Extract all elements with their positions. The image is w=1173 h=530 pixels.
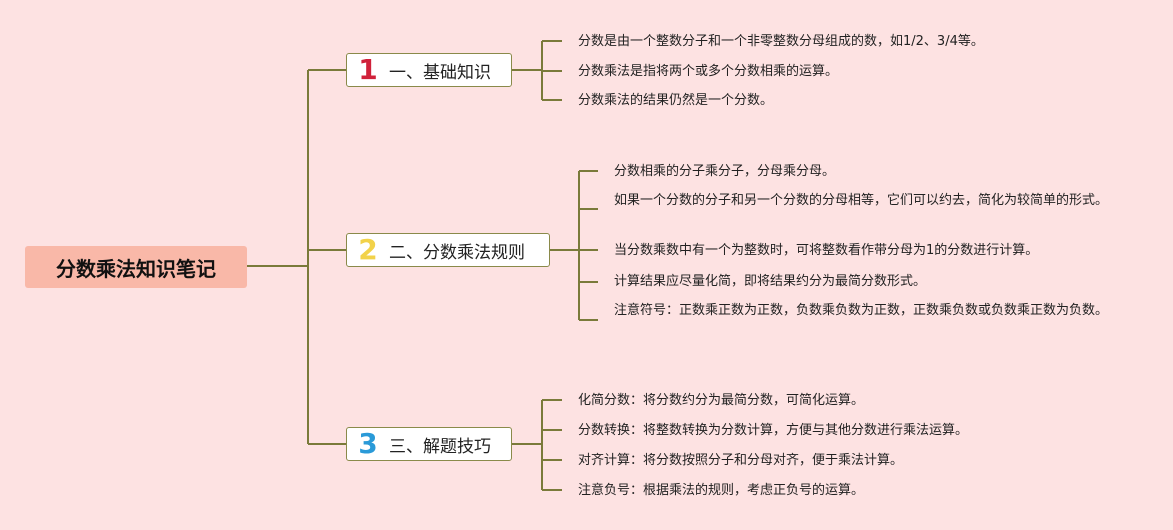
leaf-item: 当分数乘数中有一个为整数时，可将整数看作带分母为1的分数进行计算。: [614, 243, 1039, 258]
branch-number-1: 1: [358, 53, 378, 86]
branch-number-2: 2: [358, 233, 378, 266]
branch-label: 三、解题技巧: [389, 436, 491, 457]
branch-multiplication-rules[interactable]: 2 二、分数乘法规则: [346, 233, 550, 267]
leaf-item: 如果一个分数的分子和另一个分数的分母相等，它们可以约去，简化为较简单的形式。: [614, 193, 1109, 208]
leaf-item: 对齐计算：将分数按照分子和分母对齐，便于乘法计算。: [578, 453, 904, 468]
leaf-item: 分数转换：将整数转换为分数计算，方便与其他分数进行乘法运算。: [578, 423, 969, 438]
branch-basic-knowledge[interactable]: 1 一、基础知识: [346, 53, 512, 87]
leaf-item: 分数相乘的分子乘分子，分母乘分母。: [614, 164, 836, 179]
branch-label: 一、基础知识: [389, 62, 491, 83]
leaf-item: 计算结果应尽量化简，即将结果约分为最简分数形式。: [614, 274, 927, 289]
leaf-item: 分数乘法的结果仍然是一个分数。: [578, 93, 774, 108]
branch-label: 二、分数乘法规则: [389, 242, 525, 263]
root-node[interactable]: 分数乘法知识笔记: [25, 246, 247, 288]
leaf-item: 分数乘法是指将两个或多个分数相乘的运算。: [578, 64, 839, 79]
branch-solving-tips[interactable]: 3 三、解题技巧: [346, 427, 512, 461]
leaf-item: 分数是由一个整数分子和一个非零整数分母组成的数，如1/2、3/4等。: [578, 34, 984, 49]
leaf-item: 化简分数：将分数约分为最简分数，可简化运算。: [578, 393, 865, 408]
leaf-item: 注意符号：正数乘正数为正数，负数乘负数为正数，正数乘负数或负数乘正数为负数。: [614, 303, 1109, 318]
branch-number-3: 3: [358, 427, 378, 460]
leaf-item: 注意负号：根据乘法的规则，考虑正负号的运算。: [578, 483, 865, 498]
root-label: 分数乘法知识笔记: [56, 256, 216, 281]
